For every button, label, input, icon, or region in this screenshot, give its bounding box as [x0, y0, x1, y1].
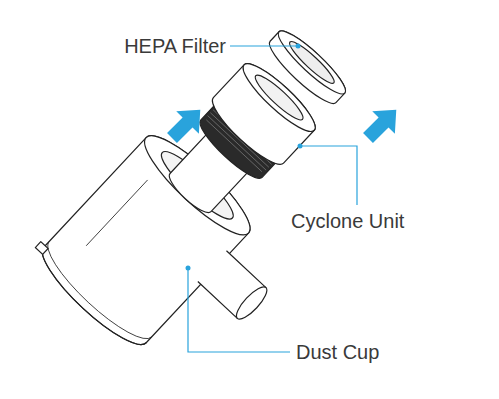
dust-cup-rim	[37, 241, 152, 350]
hepa-filter-body	[263, 24, 351, 110]
vacuum-parts	[27, 3, 411, 394]
part-label: Dust Cup	[296, 341, 379, 363]
part-label: Cyclone Unit	[291, 210, 404, 232]
leader-line	[188, 268, 290, 352]
dust-cup-window	[86, 180, 147, 246]
dust-cup-body	[32, 124, 261, 356]
removal-arrow	[161, 98, 212, 149]
leader-line	[300, 146, 357, 205]
hepa-filter-media	[286, 38, 338, 88]
leader-dot	[296, 44, 301, 49]
removal-arrow	[357, 98, 408, 149]
leader-line	[230, 45, 298, 46]
dust-cup-base	[32, 247, 147, 356]
leader-dot	[298, 144, 303, 149]
part-label: HEPA Filter	[124, 35, 226, 57]
inlet-opening	[232, 283, 271, 323]
leader-lines	[188, 46, 357, 352]
release-latch	[35, 242, 48, 255]
leader-dots	[186, 44, 303, 271]
hepa-filter-top	[272, 24, 351, 100]
leader-dot	[186, 266, 191, 271]
direction-arrows	[161, 98, 408, 149]
